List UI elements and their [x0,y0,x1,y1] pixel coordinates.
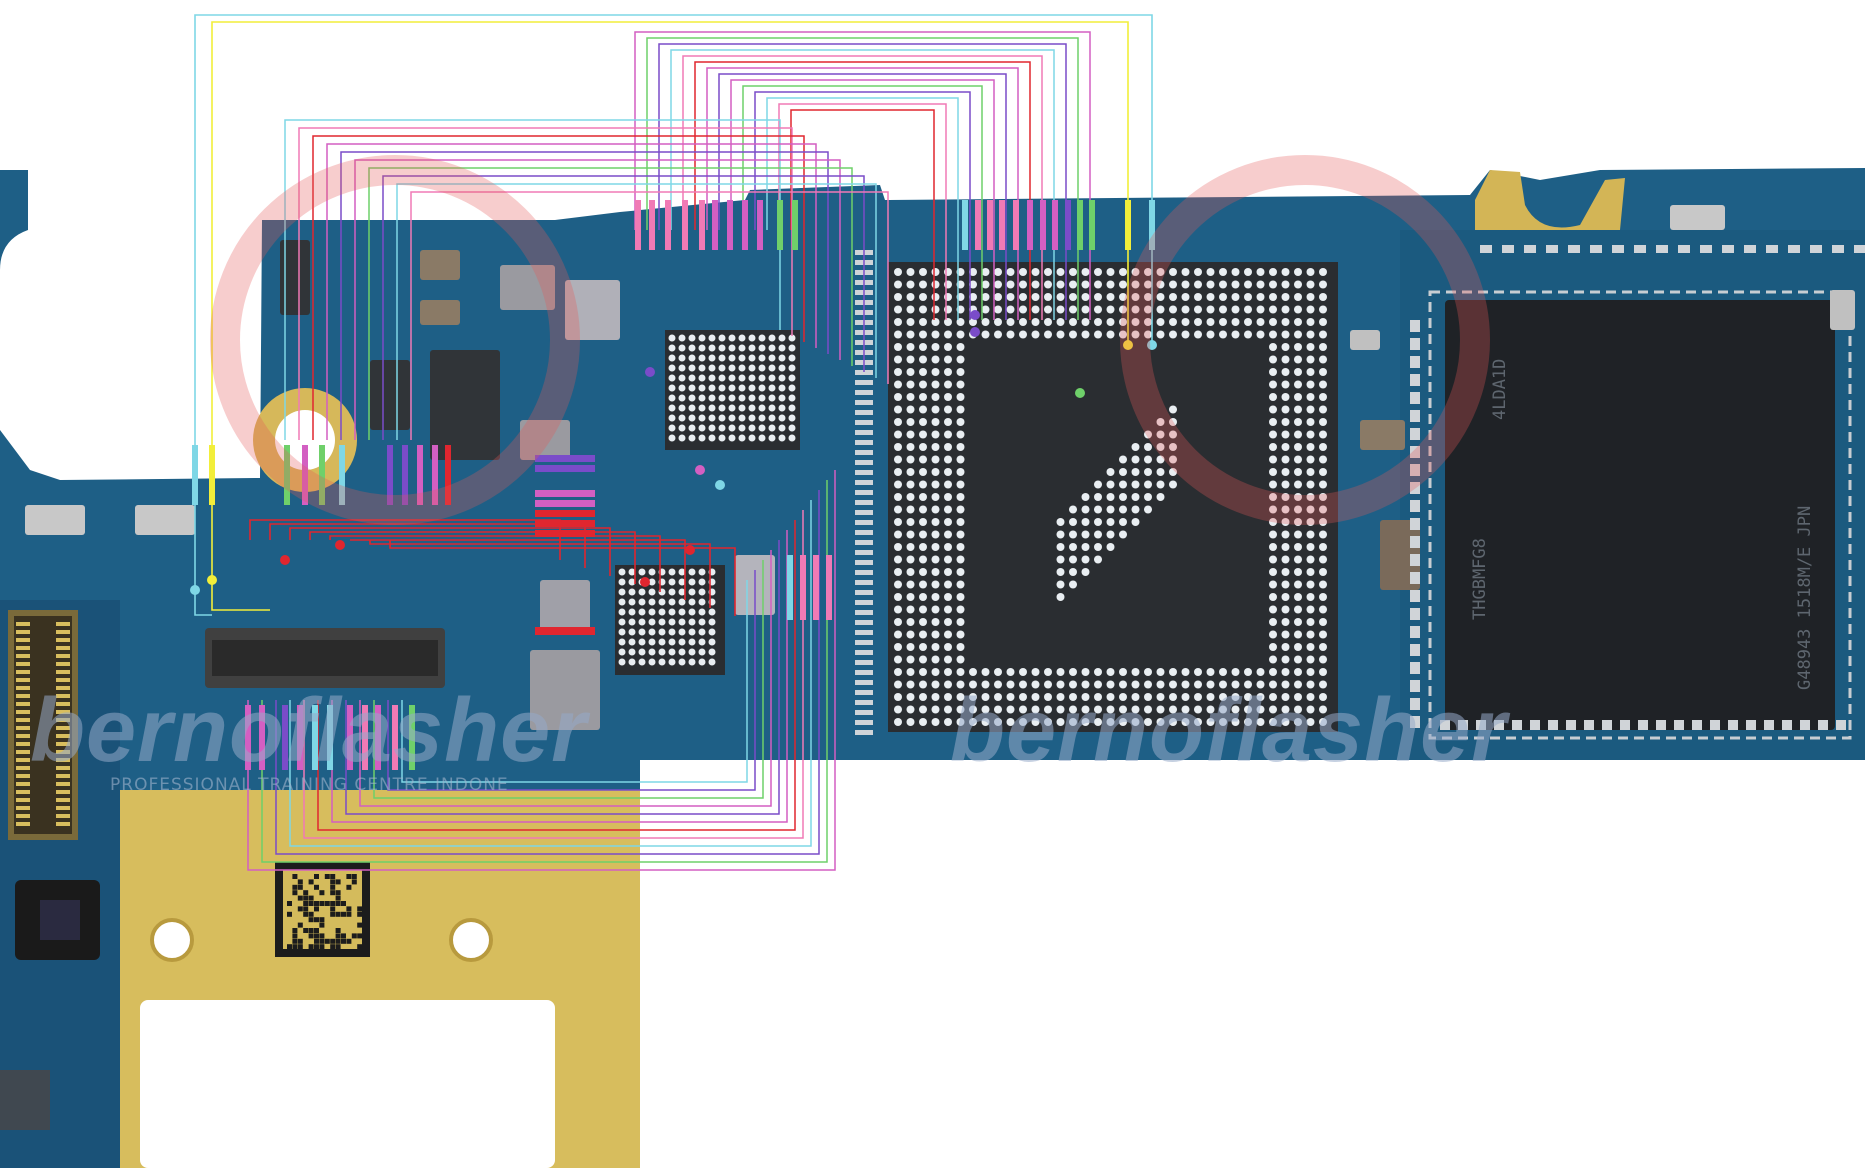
watermark-logo-left [210,155,580,525]
screw-hole-right [449,918,493,962]
watermark-logo-right [1120,155,1490,525]
screw-hole-left [150,918,194,962]
passive-components [25,205,1865,735]
flex-cutout [140,1000,555,1168]
soc-bga-footprint [888,262,1338,732]
trace-routing [190,14,1157,871]
small-bga-upper [665,330,800,450]
gold-notch [1475,170,1625,230]
left-board-connector [8,610,78,840]
camera-connector [205,628,445,688]
small-bga-lower [615,565,725,675]
memory-chip [1428,290,1852,740]
qr-code [275,862,370,957]
